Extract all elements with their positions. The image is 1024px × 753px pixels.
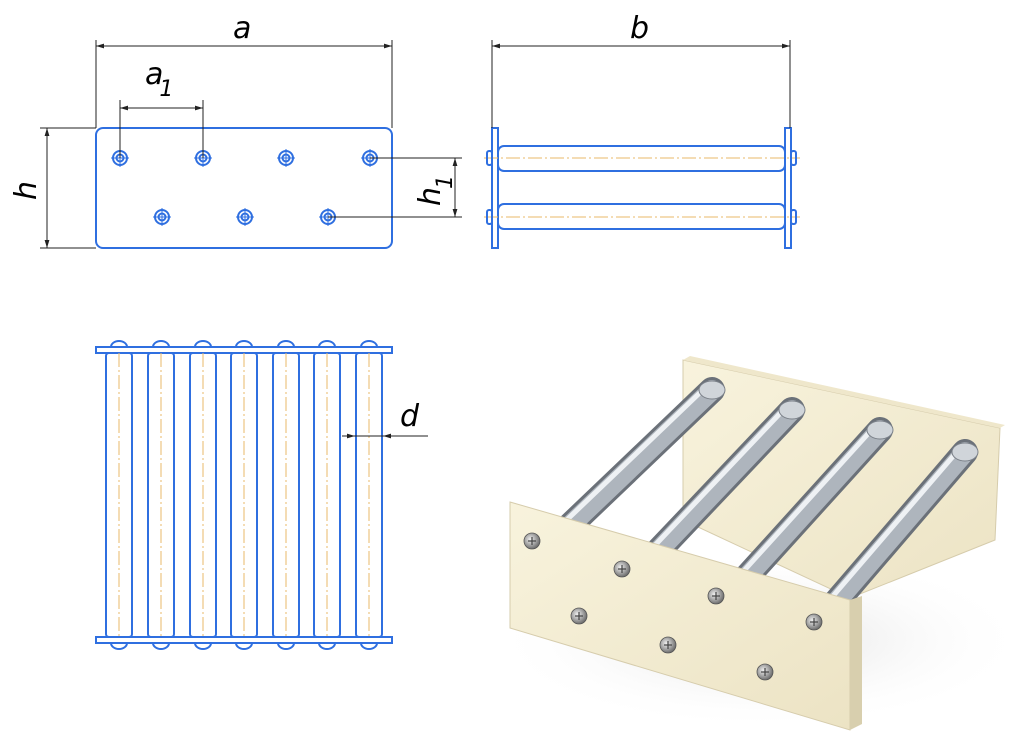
top-rod bbox=[230, 340, 258, 650]
phillips-screw-icon bbox=[659, 636, 677, 654]
iso-screw-group bbox=[523, 532, 823, 681]
top-rod bbox=[189, 340, 217, 650]
front-view: a a1 h h1 bbox=[9, 11, 462, 249]
side-screw-head bbox=[486, 209, 493, 225]
phillips-screw-icon bbox=[756, 663, 774, 681]
phillips-screw-icon bbox=[523, 532, 541, 550]
top-rod bbox=[272, 340, 300, 650]
top-rod bbox=[355, 340, 383, 650]
iso-rod-group bbox=[542, 377, 979, 628]
front-plate bbox=[95, 127, 393, 249]
top-rod-group bbox=[105, 340, 383, 650]
iso-rod bbox=[542, 377, 726, 553]
top-rod bbox=[105, 340, 133, 650]
label-a: a bbox=[233, 11, 251, 46]
iso-rod bbox=[722, 417, 894, 603]
label-b: b bbox=[630, 11, 649, 46]
side-screw-head bbox=[486, 150, 493, 166]
front-hole-group bbox=[111, 149, 379, 226]
label-a1: a1 bbox=[145, 57, 173, 102]
side-screw-head bbox=[790, 150, 797, 166]
phillips-screw-icon bbox=[570, 607, 588, 625]
top-rod bbox=[313, 340, 341, 650]
top-view: d bbox=[95, 340, 428, 650]
label-h: h bbox=[9, 181, 44, 200]
screw-hole-icon bbox=[236, 208, 254, 226]
side-plate-right bbox=[784, 127, 792, 249]
top-rod bbox=[147, 340, 175, 650]
side-plate-left bbox=[491, 127, 499, 249]
label-h1: h1 bbox=[413, 175, 458, 206]
phillips-screw-icon bbox=[613, 560, 631, 578]
iso-rod bbox=[812, 439, 979, 628]
phillips-screw-icon bbox=[707, 587, 725, 605]
label-d: d bbox=[400, 399, 420, 434]
isometric-render bbox=[490, 356, 1024, 731]
side-view: b bbox=[484, 11, 800, 249]
screw-hole-icon bbox=[153, 208, 171, 226]
screw-hole-icon bbox=[277, 149, 295, 167]
iso-rod bbox=[632, 397, 806, 578]
phillips-screw-icon bbox=[805, 613, 823, 631]
side-screw-head bbox=[790, 209, 797, 225]
